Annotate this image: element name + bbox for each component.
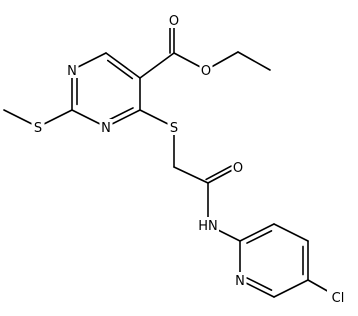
bond-ch2-cam (173, 166, 209, 184)
atom-n1: N (65, 62, 79, 79)
atom-o2: O (199, 62, 213, 79)
bond-ce1-ce2 (237, 51, 271, 71)
atom-s2: S (167, 119, 181, 136)
atom-n4: N (233, 272, 247, 289)
atom-cl: Cl (327, 289, 349, 306)
atom-label-background (327, 289, 349, 305)
bond-p2-p3-inner (246, 230, 273, 244)
atom-label: HN (198, 219, 218, 234)
atom-label-background (65, 62, 79, 78)
atom-label-background (197, 217, 219, 233)
atom-label: O (201, 64, 211, 79)
atom-label: O (233, 161, 243, 176)
atom-label-background (167, 119, 181, 135)
atom-o3: O (231, 159, 245, 176)
atom-label: S (34, 121, 42, 136)
bond-c5-c6-inner (106, 59, 134, 80)
bond-p6-n4-inner (246, 277, 273, 291)
bond-p2-p3 (239, 223, 275, 242)
atom-n3: HN (197, 217, 219, 234)
atom-label-background (231, 159, 245, 175)
atom-label-background (99, 119, 113, 135)
atom-o1: O (167, 12, 181, 29)
bond-p3-p4 (273, 223, 309, 242)
bond-c5-c6 (105, 52, 141, 79)
bond-c5-cc (139, 52, 175, 79)
atom-label: Cl (332, 291, 345, 306)
bonds (3, 19, 339, 298)
atom-label: N (235, 274, 245, 289)
bond-cam-o3-inner (205, 162, 237, 181)
atom-n2: N (99, 119, 113, 136)
atom-labels: O O N N S S O HN N Cl (31, 12, 349, 306)
atom-label-background (233, 272, 247, 288)
atom-label: S (170, 121, 178, 136)
atom-label: N (67, 64, 77, 79)
bond-n2-c4-inner (107, 107, 134, 121)
atom-label-background (199, 62, 213, 78)
atom-label-background (31, 119, 45, 135)
atom-label: N (101, 121, 111, 136)
bond-p5-p6 (273, 279, 309, 298)
atom-label: O (169, 14, 179, 29)
atom-label-background (167, 12, 181, 28)
atom-s1: S (31, 119, 45, 136)
